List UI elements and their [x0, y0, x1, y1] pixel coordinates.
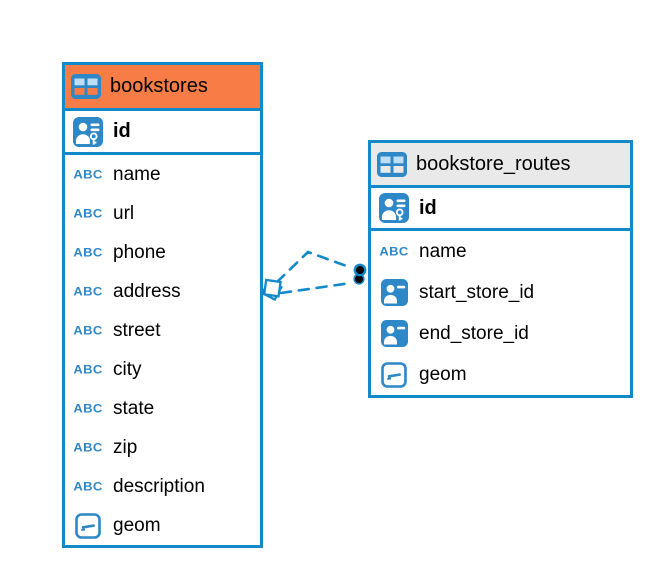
- table-icon: [71, 74, 101, 99]
- geometry-type-icon: [377, 361, 411, 388]
- column-name: id: [113, 120, 131, 142]
- column-row[interactable]: ABC url: [65, 194, 260, 233]
- column-row[interactable]: ABC street: [65, 311, 260, 350]
- column-name: zip: [113, 436, 138, 458]
- column-row[interactable]: ABC phone: [65, 233, 260, 272]
- text-type-icon: ABC: [73, 323, 103, 338]
- column-row[interactable]: ABC geom: [65, 506, 260, 545]
- table-icon: [377, 151, 407, 177]
- column-row[interactable]: ABC zip: [65, 428, 260, 467]
- column-name: geom: [113, 514, 161, 536]
- column-name: start_store_id: [419, 281, 535, 303]
- table-header-bookstores[interactable]: bookstores: [65, 65, 260, 111]
- column-row[interactable]: ABC start_store_id: [371, 272, 630, 313]
- relation-target-marker[interactable]: [353, 263, 367, 285]
- table-title: bookstores: [110, 75, 208, 97]
- table-title: bookstore_routes: [416, 152, 571, 175]
- column-name: street: [113, 319, 161, 341]
- foreign-key-icon: [377, 320, 411, 347]
- text-type-icon: ABC: [73, 206, 103, 221]
- column-name: city: [113, 358, 142, 380]
- columns-section: ABC name: [65, 155, 260, 545]
- relation-line-2[interactable]: [279, 281, 353, 295]
- column-name: end_store_id: [419, 322, 529, 344]
- text-type-icon: ABC: [73, 284, 103, 299]
- primary-key-icon: [71, 116, 105, 147]
- primary-key-icon: [377, 193, 411, 223]
- key-columns-section: ABC id: [371, 188, 630, 231]
- column-name: state: [113, 397, 155, 419]
- text-type-icon: ABC: [73, 362, 103, 377]
- column-name: url: [113, 202, 135, 224]
- geometry-type-icon: [71, 512, 105, 539]
- column-name: description: [113, 475, 205, 497]
- column-row[interactable]: ABC description: [65, 467, 260, 506]
- column-name: name: [419, 240, 467, 262]
- column-row[interactable]: ABC id: [371, 188, 630, 228]
- key-columns-section: ABC id: [65, 111, 260, 155]
- column-row[interactable]: ABC address: [65, 272, 260, 311]
- columns-section: ABC name: [371, 231, 630, 395]
- column-row[interactable]: ABC city: [65, 350, 260, 389]
- table-bookstores[interactable]: bookstores: [62, 62, 263, 548]
- table-header-bookstore-routes[interactable]: bookstore_routes: [371, 143, 630, 188]
- column-name: phone: [113, 241, 166, 263]
- text-type-icon: ABC: [73, 167, 103, 182]
- column-name: address: [113, 280, 181, 302]
- text-type-icon: ABC: [379, 244, 409, 259]
- column-name: name: [113, 163, 161, 185]
- column-name: geom: [419, 363, 467, 385]
- foreign-key-icon: [377, 279, 411, 306]
- text-type-icon: ABC: [73, 245, 103, 260]
- column-row[interactable]: ABC end_store_id: [371, 313, 630, 354]
- column-name: id: [419, 196, 437, 219]
- relation-line-1[interactable]: [275, 250, 354, 284]
- column-row[interactable]: ABC name: [371, 231, 630, 272]
- table-bookstore-routes[interactable]: bookstore_routes: [368, 140, 633, 398]
- relation-source-marker[interactable]: [260, 278, 283, 302]
- text-type-icon: ABC: [73, 440, 103, 455]
- column-row[interactable]: ABC name: [65, 155, 260, 194]
- text-type-icon: ABC: [73, 401, 103, 416]
- column-row[interactable]: ABC id: [65, 111, 260, 152]
- column-row[interactable]: ABC state: [65, 389, 260, 428]
- column-row[interactable]: ABC geom: [371, 354, 630, 395]
- text-type-icon: ABC: [73, 479, 103, 494]
